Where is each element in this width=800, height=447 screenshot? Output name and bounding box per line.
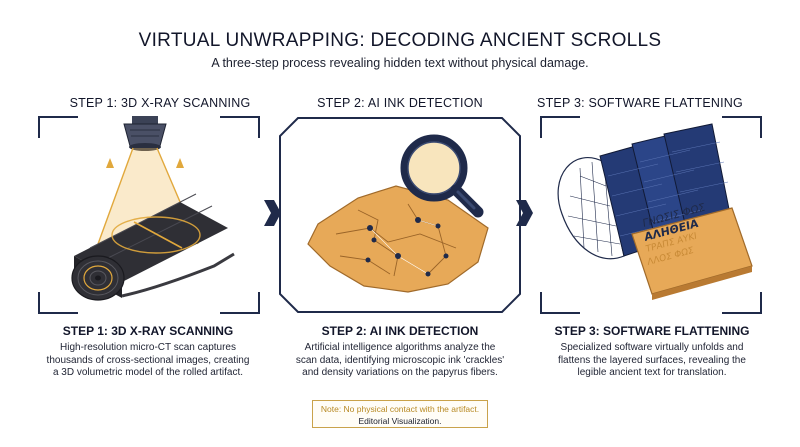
magnifying-glass-icon bbox=[400, 134, 484, 218]
note-text: Note: No physical contact with the artif… bbox=[320, 404, 480, 414]
arrow-right-icon bbox=[262, 198, 282, 233]
step-2-description: STEP 2: AI INK DETECTION Artificial inte… bbox=[280, 324, 520, 380]
step-2-desc-title: STEP 2: AI INK DETECTION bbox=[321, 324, 479, 338]
rolled-scroll-icon bbox=[71, 193, 235, 301]
step-1-desc-title: STEP 1: 3D X-RAY SCANNING bbox=[62, 324, 234, 338]
step-1-description: STEP 1: 3D X-RAY SCANNING High-resolutio… bbox=[28, 324, 268, 380]
step-3-description: STEP 3: SOFTWARE FLATTENING Specialized … bbox=[532, 324, 772, 380]
flattened-text-sheet bbox=[631, 207, 753, 300]
step-1-desc-line: High-resolution micro-CT scan captures bbox=[60, 342, 236, 353]
step-2-panel bbox=[278, 116, 522, 314]
arrow-right-icon bbox=[514, 198, 534, 233]
papyrus-fragment-icon bbox=[307, 185, 489, 293]
step-2-desc-line: scan data, identifying microscopic ink '… bbox=[295, 354, 505, 366]
step-3-desc-line: flattens the layered surfaces, revealing… bbox=[558, 354, 746, 366]
step-3-panel bbox=[540, 116, 762, 314]
step-3-heading: STEP 3: SOFTWARE FLATTENING bbox=[537, 96, 743, 110]
step-2-heading: STEP 2: AI INK DETECTION bbox=[317, 96, 483, 110]
step-1-heading: STEP 1: 3D X-RAY SCANNING bbox=[69, 96, 251, 110]
step-3-desc-line: legible ancient text for translation. bbox=[577, 367, 727, 379]
page-title: VIRTUAL UNWRAPPING: DECODING ANCIENT SCR… bbox=[138, 30, 662, 51]
note-box: Note: No physical contact with the artif… bbox=[312, 400, 488, 428]
step-3-desc-line: Specialized software virtually unfolds a… bbox=[560, 342, 744, 353]
step-1-desc-line: thousands of cross-sectional images, cre… bbox=[46, 354, 250, 366]
note-credit: Editorial Visualization. bbox=[358, 416, 442, 426]
step-2-desc-line: Artificial intelligence algorithms analy… bbox=[304, 342, 496, 353]
step-2-desc-line: and density variations on the papyrus fi… bbox=[302, 367, 498, 379]
step-1-desc-line: a 3D volumetric model of the rolled arti… bbox=[52, 367, 244, 379]
xray-scanner-icon bbox=[123, 116, 167, 151]
page-subtitle: A three-step process revealing hidden te… bbox=[211, 56, 589, 70]
step-1-panel bbox=[38, 116, 260, 314]
step-3-desc-title: STEP 3: SOFTWARE FLATTENING bbox=[554, 324, 750, 338]
unrolling-layers-icon bbox=[557, 123, 731, 260]
